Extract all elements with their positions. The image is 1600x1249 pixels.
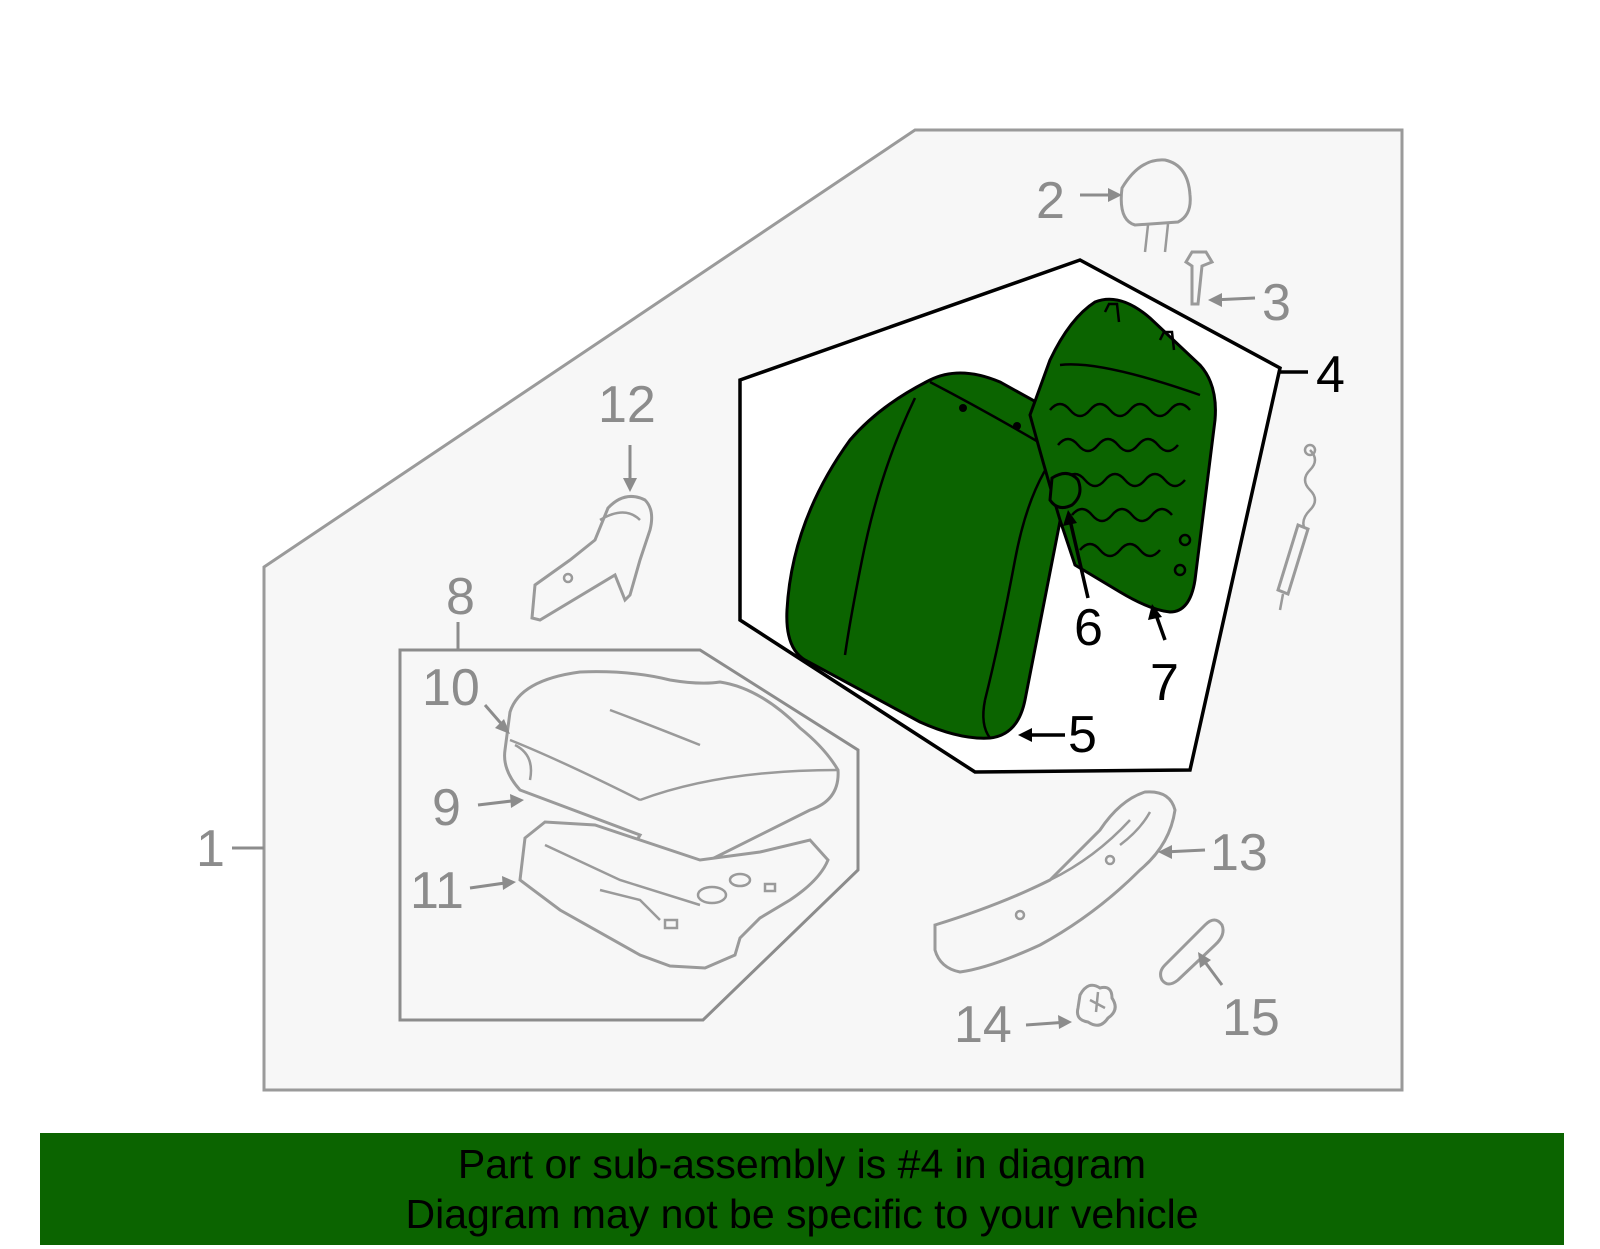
arrow-12	[623, 478, 637, 492]
callout-10: 10	[422, 659, 480, 717]
seatback-frame-part	[1028, 297, 1217, 614]
seatback-cover-part	[785, 371, 1077, 740]
callout-14: 14	[954, 996, 1012, 1054]
callout-6: 6	[1074, 599, 1103, 657]
callout-9: 9	[432, 779, 461, 837]
side-trim-part	[933, 790, 1177, 974]
seatback-trim-part	[1048, 472, 1082, 510]
callout-13: 13	[1210, 824, 1268, 882]
arrow-13	[1158, 845, 1172, 859]
arrow-3	[1208, 293, 1222, 307]
arrow-10	[495, 719, 510, 734]
callout-7: 7	[1150, 654, 1179, 712]
recliner-cable-part	[1276, 443, 1317, 611]
callout-3: 3	[1262, 274, 1291, 332]
banner-line-2: Diagram may not be specific to your vehi…	[405, 1191, 1199, 1237]
cushion-subassembly-box	[398, 648, 860, 1022]
notice-banner: Part or sub-assembly is #4 in diagram Di…	[40, 1133, 1564, 1245]
callout-12: 12	[598, 376, 656, 434]
cushion-frame-part	[518, 820, 830, 970]
callout-11: 11	[410, 862, 464, 920]
callout-8: 8	[446, 568, 475, 626]
callout-5: 5	[1068, 706, 1097, 764]
arrow-15	[1198, 952, 1211, 968]
arrow-11	[502, 876, 516, 890]
arrow-9	[510, 794, 524, 808]
callout-1: 1	[196, 820, 225, 878]
arrow-14	[1058, 1015, 1072, 1029]
callout-4: 4	[1316, 346, 1345, 404]
callout-2: 2	[1036, 172, 1065, 230]
leader-6	[1068, 519, 1090, 599]
callout-15: 15	[1222, 989, 1280, 1047]
banner-line-1: Part or sub-assembly is #4 in diagram	[457, 1141, 1147, 1187]
lever-handle-part	[1159, 918, 1225, 986]
arrow-2	[1108, 188, 1122, 202]
headrest-guide-part	[1183, 250, 1215, 306]
arrow-5	[1018, 728, 1032, 742]
seat-parts-diagram: 1 2 3 4 5 6 7 8 9 10 11 12 13 14 15	[196, 128, 1404, 1092]
side-shield-part	[530, 494, 654, 622]
knob-part	[1076, 983, 1117, 1027]
arrow-6	[1063, 510, 1077, 526]
arrow-7	[1148, 604, 1162, 620]
headrest-part	[1119, 158, 1192, 253]
